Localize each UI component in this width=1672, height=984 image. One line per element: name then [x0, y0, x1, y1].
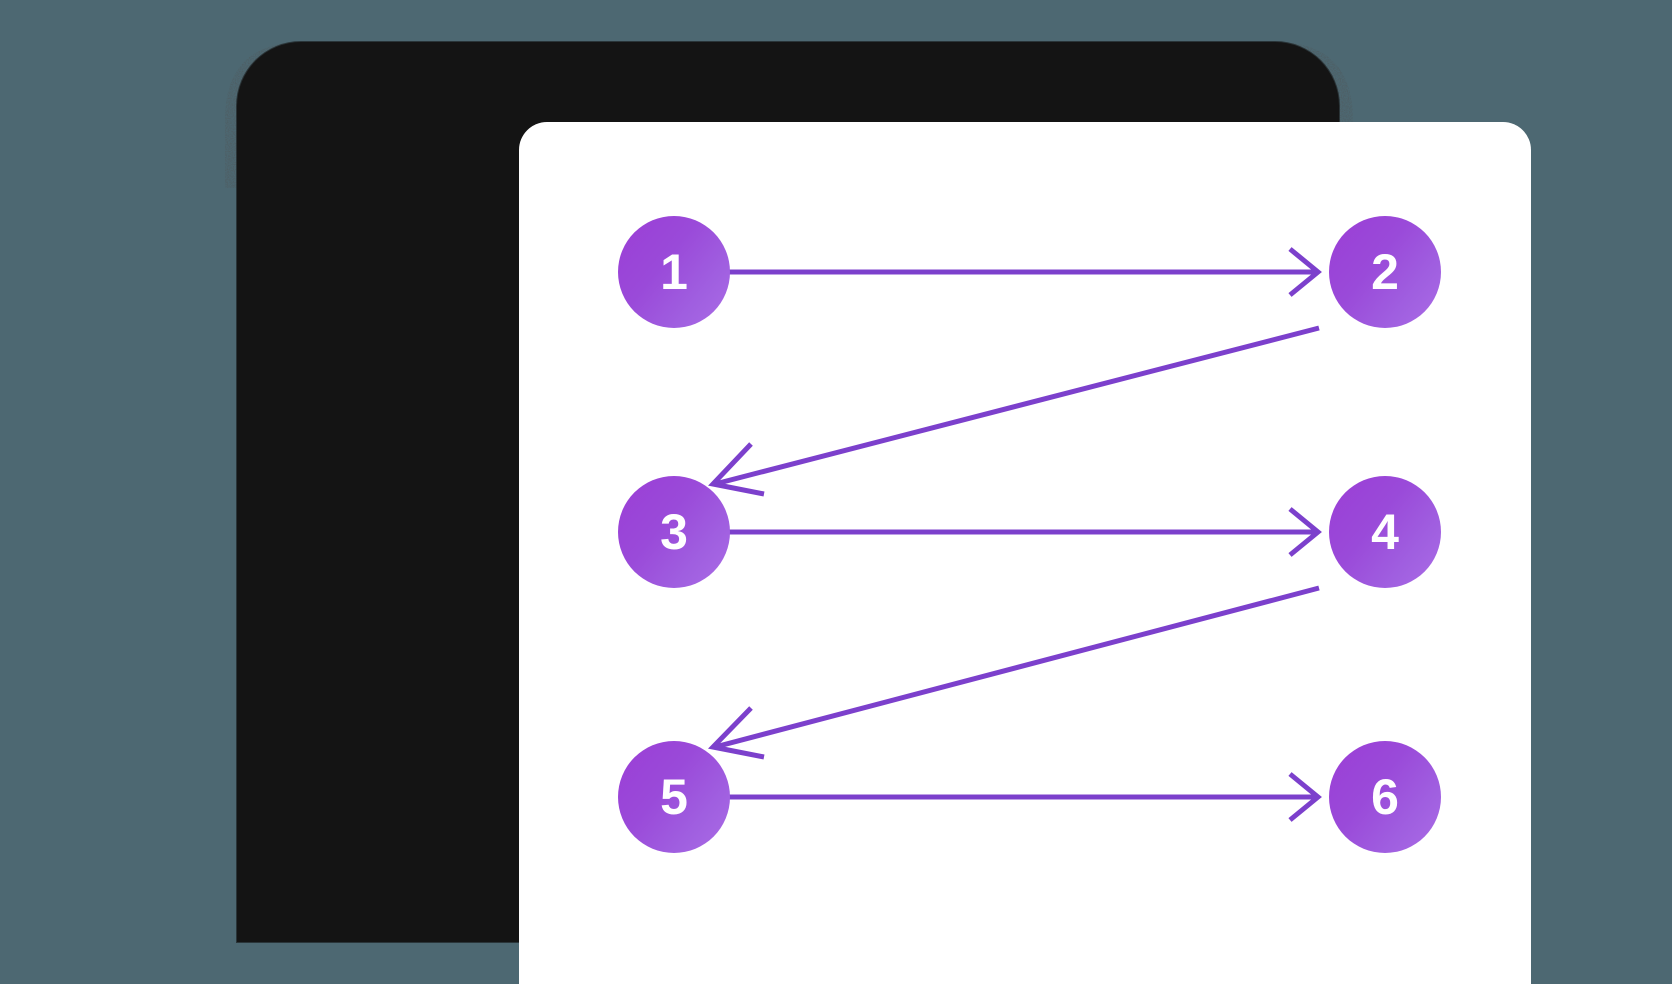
graph-node-6[interactable]: 6 — [1329, 741, 1441, 853]
arrowhead-left-icon — [708, 442, 765, 497]
node-circle[interactable] — [1329, 741, 1441, 853]
device-screen: 1 2 3 4 5 — [519, 122, 1531, 984]
node-label: 1 — [660, 244, 688, 300]
edge-5-to-6 — [712, 772, 1322, 822]
node-circle[interactable] — [1329, 216, 1441, 328]
diagram-canvas: 1 2 3 4 5 — [618, 216, 1441, 853]
node-label: 4 — [1371, 504, 1399, 560]
node-label: 6 — [1371, 769, 1399, 825]
edge-4-to-5 — [707, 585, 1320, 760]
graph-node-3[interactable]: 3 — [618, 476, 730, 588]
node-label: 2 — [1371, 244, 1399, 300]
graph-node-2[interactable]: 2 — [1329, 216, 1441, 328]
graph-node-5[interactable]: 5 — [618, 741, 730, 853]
edge-layer — [707, 247, 1322, 822]
edge-line — [714, 325, 1320, 487]
edge-2-to-3 — [708, 325, 1320, 497]
device-frame: 1 2 3 4 5 — [237, 42, 1531, 984]
node-layer: 1 2 3 4 5 — [618, 216, 1441, 853]
arrowhead-right-icon — [1288, 772, 1322, 822]
node-circle[interactable] — [618, 476, 730, 588]
edge-line — [714, 585, 1320, 750]
graph-node-1[interactable]: 1 — [618, 216, 730, 328]
screenshot-stage: 1 2 3 4 5 — [225, 42, 1531, 984]
edge-3-to-4 — [712, 507, 1322, 557]
arrowhead-left-icon — [707, 706, 765, 760]
node-label: 5 — [660, 769, 688, 825]
node-circle[interactable] — [1329, 476, 1441, 588]
edge-1-to-2 — [712, 247, 1322, 297]
arrowhead-right-icon — [1288, 247, 1322, 297]
node-label: 3 — [660, 504, 688, 560]
node-circle[interactable] — [618, 216, 730, 328]
arrowhead-right-icon — [1288, 507, 1322, 557]
graph-node-4[interactable]: 4 — [1329, 476, 1441, 588]
node-circle[interactable] — [618, 741, 730, 853]
